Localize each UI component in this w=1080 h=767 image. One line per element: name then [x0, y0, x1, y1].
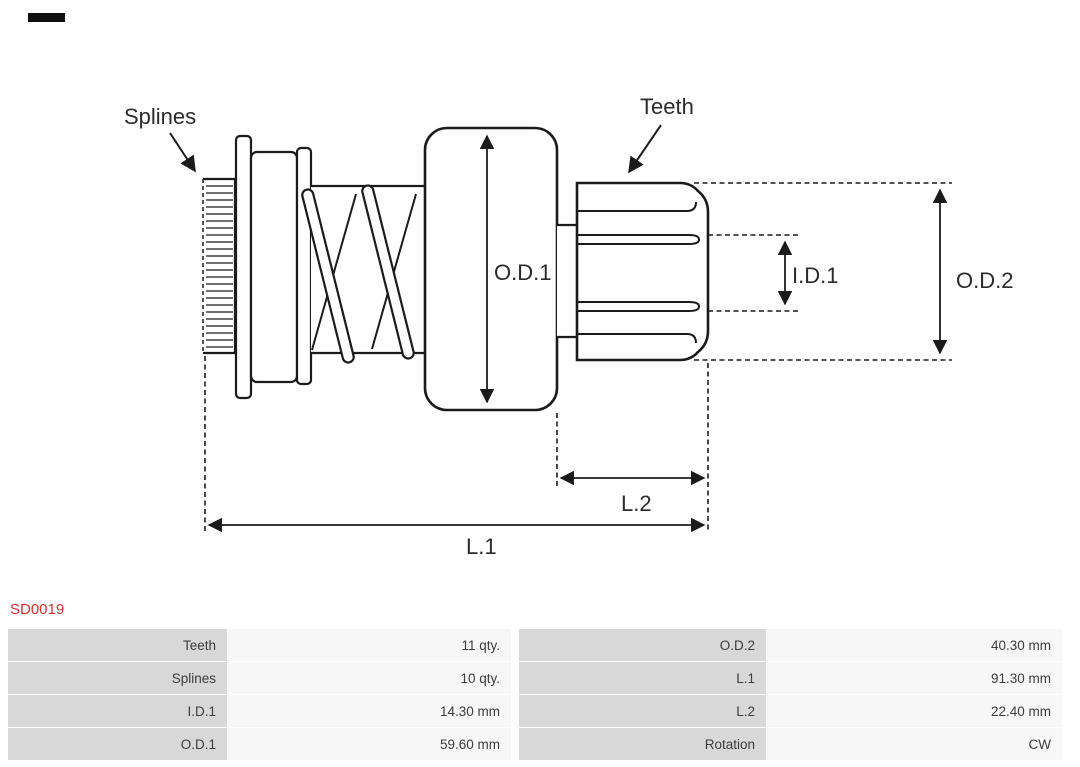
spring-section [301, 184, 425, 364]
teeth-leader-arrow [628, 124, 662, 174]
dim-extension-lines [204, 182, 952, 533]
id1-label: I.D.1 [792, 263, 838, 288]
dim-arrows [207, 134, 948, 533]
spec-value: 40.30 mm [767, 629, 1062, 661]
spec-value: 59.60 mm [228, 728, 511, 760]
spec-label: Teeth [8, 629, 227, 661]
collar [249, 150, 299, 384]
spline-shaft [202, 177, 237, 355]
teeth-label: Teeth [640, 94, 694, 119]
l1-label: L.1 [466, 534, 497, 559]
spec-label: O.D.1 [8, 728, 227, 760]
spec-value: 22.40 mm [767, 695, 1062, 727]
splines-label: Splines [124, 104, 196, 129]
spec-label: I.D.1 [8, 695, 227, 727]
spec-label: L.2 [512, 695, 766, 727]
od1-label: O.D.1 [494, 260, 551, 285]
technical-drawing: Splines Teeth O.D.1 I.D.1 O.D.2 L.2 L.1 [124, 94, 1013, 559]
spec-label: Rotation [512, 728, 766, 760]
l2-label: L.2 [621, 491, 652, 516]
spec-value: 10 qty. [228, 662, 511, 694]
spec-value: 11 qty. [228, 629, 511, 661]
spec-value: 91.30 mm [767, 662, 1062, 694]
spec-table: Teeth 11 qty. O.D.2 40.30 mm Splines 10 … [8, 629, 1062, 760]
splines-leader-arrow [169, 132, 196, 173]
spec-label: Splines [8, 662, 227, 694]
part-number: SD0019 [10, 601, 65, 618]
shaft-step [557, 223, 577, 339]
od2-label: O.D.2 [956, 268, 1013, 293]
spec-value: 14.30 mm [228, 695, 511, 727]
flange-plate-rear [234, 134, 253, 400]
spec-value: CW [767, 728, 1062, 760]
spec-label: O.D.2 [512, 629, 766, 661]
leader-arrows [169, 124, 662, 174]
flange-plate-front [295, 146, 313, 386]
pinion-gear [575, 181, 710, 362]
brand-logo-bar-icon [28, 13, 65, 22]
spec-label: L.1 [512, 662, 766, 694]
